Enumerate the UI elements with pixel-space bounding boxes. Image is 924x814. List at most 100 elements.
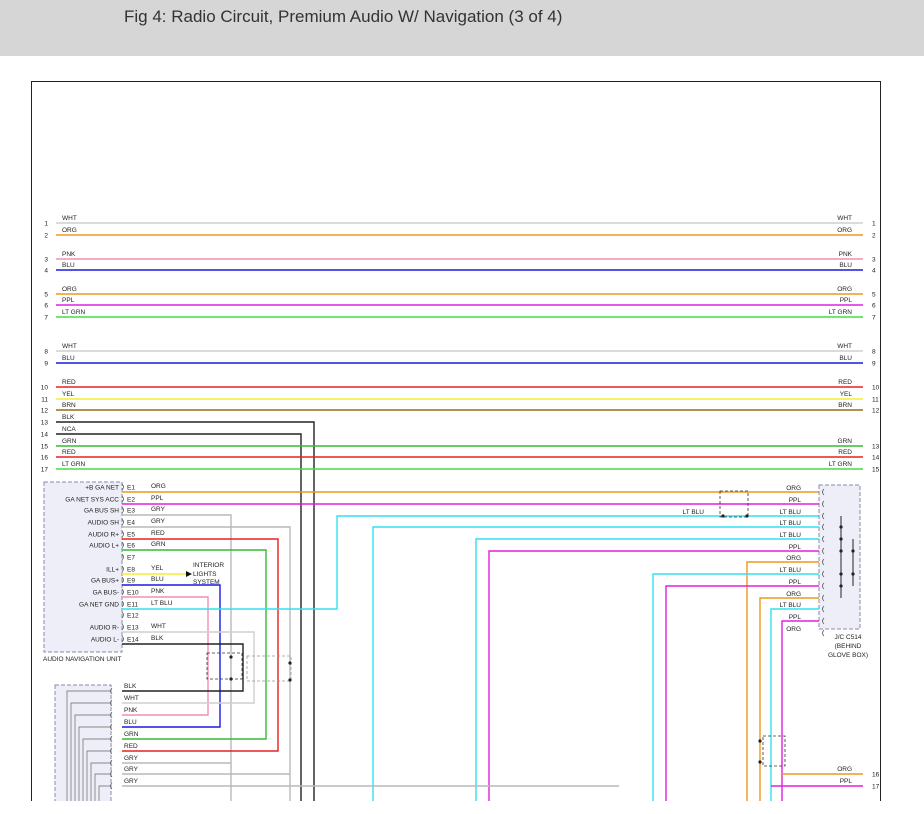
page-header: Fig 4: Radio Circuit, Premium Audio W/ N… — [0, 0, 924, 56]
wire-color-label: YEL — [62, 391, 75, 398]
wire-color-label: LT BLU — [780, 509, 802, 516]
pin-number: 1 — [44, 221, 48, 228]
connector-tab — [121, 518, 124, 526]
splice-dot — [721, 514, 725, 518]
wire-color-label: LT BLU — [780, 567, 802, 574]
pin-function-label: GA BUS SH — [84, 508, 119, 515]
wire-color-label: BLU — [839, 262, 852, 269]
junction-connector-c514 — [818, 484, 861, 630]
wire-color-label: WHT — [151, 623, 166, 630]
wire-color-label: RED — [838, 449, 852, 456]
connector-internal — [90, 762, 111, 801]
shield-box — [206, 652, 243, 680]
wire-color-label: LT BLU — [683, 509, 705, 516]
splice-dot — [229, 655, 233, 659]
pin-number: E5 — [127, 532, 135, 539]
connector-tab — [121, 506, 124, 514]
wire-color-label: RED — [124, 743, 138, 750]
wire-color-label: GRN — [124, 731, 139, 738]
wire-color-label: BLU — [839, 355, 852, 362]
wire-color-label: WHT — [837, 215, 852, 222]
pin-number: 12 — [41, 408, 49, 415]
pin-function-label: GA BUS- — [93, 590, 119, 597]
pin-number: E12 — [127, 613, 139, 620]
pin-number: 3 — [872, 257, 876, 264]
wire-color-label: PNK — [62, 251, 76, 258]
connector-tab — [822, 488, 825, 496]
wire-blk — [56, 421, 315, 801]
interior-lights-label: LIGHTS — [193, 571, 217, 578]
pin-number: 2 — [44, 233, 48, 240]
wire-lt-blu — [122, 515, 819, 610]
pin-number: E1 — [127, 485, 135, 492]
splice-dot — [758, 739, 762, 743]
pin-function-label: GA BUS+ — [91, 578, 119, 585]
connector-internal — [74, 714, 111, 801]
wire-jc — [372, 526, 819, 801]
pin-number: 15 — [41, 444, 49, 451]
wire-color-label: ORG — [62, 227, 77, 234]
wire-color-label: LT GRN — [62, 309, 86, 316]
wire-color-label: LT GRN — [829, 309, 853, 316]
connector-internal — [86, 750, 111, 801]
wire-red-unit — [122, 538, 279, 752]
connector-tab — [121, 623, 124, 631]
wire-color-label: GRY — [151, 518, 166, 525]
pin-number: 17 — [872, 784, 880, 791]
wire-color-label: NCA — [62, 426, 76, 433]
pin-number: 7 — [872, 315, 876, 322]
pin-number: 4 — [872, 268, 876, 275]
wire-color-label: RED — [62, 449, 76, 456]
wire-jc — [746, 561, 819, 801]
wire-blu-unit — [122, 584, 221, 728]
pin-number: 11 — [872, 397, 879, 404]
pin-number: E3 — [127, 508, 135, 515]
wire-color-label: PPL — [840, 778, 853, 785]
connector-tab — [822, 500, 825, 508]
connector-tab — [121, 495, 124, 503]
wire-jc — [759, 597, 819, 801]
connector-tab — [121, 588, 124, 596]
pin-function-label: AUDIO SH — [88, 520, 120, 527]
pin-number: 9 — [44, 361, 48, 368]
wire-color-label: PNK — [151, 588, 165, 595]
wire-color-label: BLK — [151, 635, 164, 642]
wire-color-label: PPL — [789, 614, 802, 621]
pin-number: 1 — [872, 221, 876, 228]
pin-number: 8 — [44, 349, 48, 356]
wire-gry — [122, 514, 232, 801]
wire-grn-unit — [122, 549, 267, 740]
wire-color-label: GRY — [124, 778, 139, 785]
connector-internal — [98, 785, 111, 801]
connector-tab — [121, 565, 124, 573]
pin-number: E13 — [127, 625, 139, 632]
interior-lights-label: INTERIOR — [193, 562, 224, 569]
wire-color-label: PPL — [789, 579, 802, 586]
wire-color-label: GRN — [151, 541, 166, 548]
wire-color-label: LT GRN — [62, 461, 86, 468]
splice-dot — [288, 678, 292, 682]
wire-color-label: BLU — [62, 262, 75, 269]
pin-number: 8 — [872, 349, 876, 356]
pin-number: 10 — [41, 385, 49, 392]
pin-number: E2 — [127, 497, 135, 504]
pin-number: 17 — [41, 467, 49, 474]
pin-number: 13 — [872, 444, 880, 451]
wire-color-label: ORG — [786, 485, 801, 492]
wire-color-label: WHT — [62, 215, 77, 222]
pin-number: 10 — [872, 385, 880, 392]
connector-tab — [822, 629, 825, 637]
arrow-icon — [186, 571, 192, 577]
wire-color-label: ORG — [837, 286, 852, 293]
splice-dot — [229, 677, 233, 681]
connector-tab — [121, 600, 124, 608]
connector-tab — [121, 553, 124, 561]
pin-function-label: AUDIO L- — [91, 637, 119, 644]
pin-number: 14 — [872, 455, 880, 462]
wire-color-label: WHT — [124, 695, 139, 702]
wire-color-label: PNK — [839, 251, 853, 258]
connector-tab — [822, 523, 825, 531]
wire-color-label: RED — [151, 530, 165, 537]
wire-color-label: LT BLU — [780, 532, 802, 539]
wire-gry — [122, 526, 291, 801]
